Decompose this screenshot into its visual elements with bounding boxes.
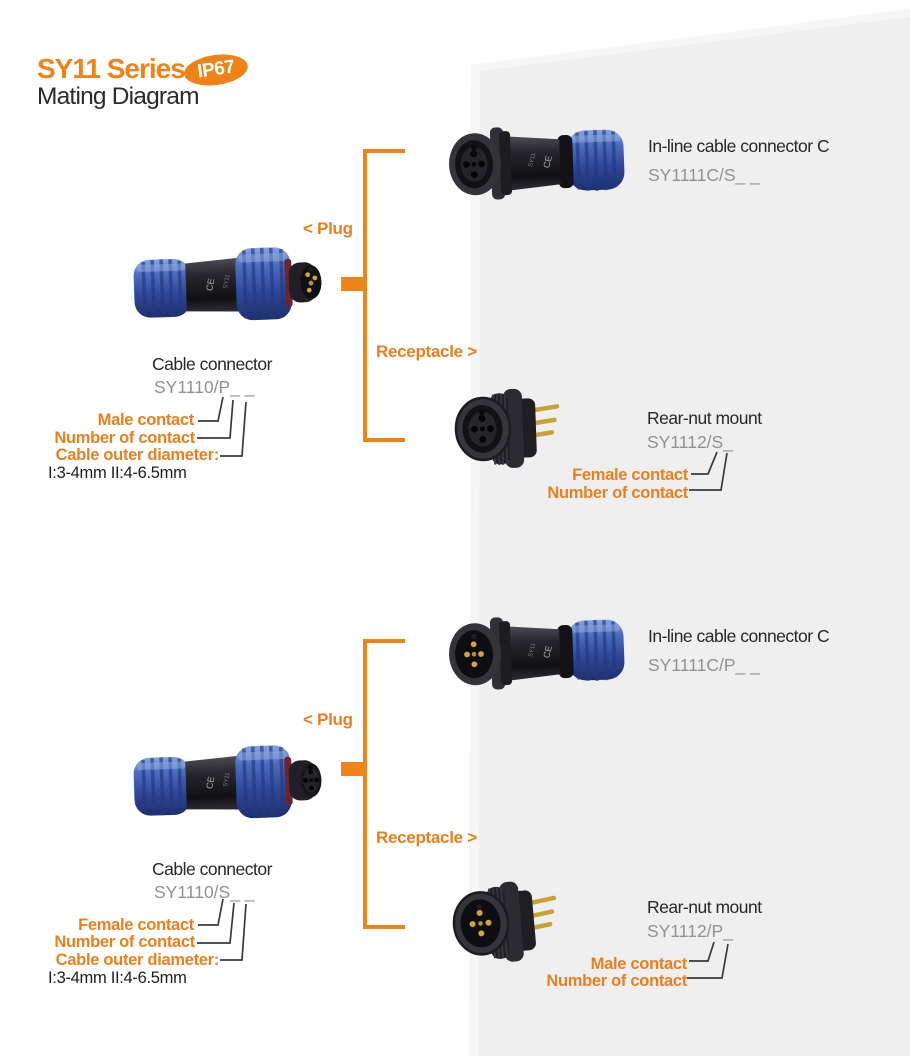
callout-cable-outer-diameter: Cable outer diameter:	[55, 446, 220, 464]
cable-connector-part-number: SY1110/P_ _	[154, 377, 255, 397]
model-mark: SY11	[528, 152, 537, 168]
model-mark: SY11	[223, 273, 231, 289]
rear-nut-mount-name: Rear-nut mount	[647, 897, 762, 917]
rear-nut-mount-name: Rear-nut mount	[647, 408, 762, 428]
callout-number-of-contact: Number of contact	[54, 933, 195, 951]
bracket-arm-top	[363, 149, 405, 153]
bracket-arm-top	[363, 639, 405, 643]
callout-leader-lines	[197, 396, 247, 457]
inline-connector-part-number: SY1111C/P_ _	[648, 655, 760, 675]
receptacle-label: Receptacle >	[376, 828, 477, 847]
cable-plug-male-photo: CE SY11	[133, 247, 322, 321]
inline-connector-name: In-line cable connector C	[648, 626, 830, 646]
mating-bracket-top	[341, 149, 405, 442]
callout-female-contact: Female contact	[572, 466, 688, 484]
bracket-arm-bottom	[363, 925, 405, 929]
bracket-vertical	[363, 639, 367, 929]
rear-nut-mount-male-photo	[452, 881, 556, 962]
callout-male-contact: Male contact	[97, 411, 195, 429]
callout-female-contact: Female contact	[78, 915, 194, 934]
bracket-plug-bar	[341, 762, 367, 776]
page-title: SY11 Series	[37, 53, 186, 84]
rear-nut-mount-part-number: SY1112/S_	[647, 432, 733, 452]
bracket-vertical	[363, 149, 367, 442]
callout-cable-outer-diameter: Cable outer diameter:	[55, 950, 220, 969]
inline-connector-part-number: SY1111C/S_ _	[648, 165, 760, 185]
rear-nut-mount-part-number: SY1112/P_	[647, 921, 733, 941]
callout-leader-lines	[687, 941, 729, 979]
plug-label: < Plug	[303, 219, 353, 238]
ce-mark: CE	[204, 776, 216, 790]
bracket-plug-bar	[341, 277, 367, 291]
inline-connector-male-photo: CE SY11	[449, 617, 625, 690]
cable-connector-name: Cable connector	[152, 859, 272, 879]
mating-bracket-bottom	[341, 639, 405, 929]
cable-plug-female-photo: CE SY11	[133, 745, 322, 819]
callout-number-of-contact: Number of contact	[547, 483, 688, 502]
plug-label: < Plug	[303, 710, 353, 729]
callout-leader-lines	[197, 898, 247, 961]
diameter-note: I:3-4mm II:4-6.5mm	[48, 464, 187, 482]
page-subtitle: Mating Diagram	[37, 83, 200, 110]
receptacle-label: Receptacle >	[376, 342, 477, 361]
ce-mark: CE	[541, 645, 554, 659]
model-mark: SY11	[223, 771, 231, 787]
cable-connector-part-number: SY1110/S_ _	[154, 882, 255, 902]
ce-mark: CE	[204, 278, 216, 292]
callout-number-of-contact: Number of contact	[54, 428, 195, 447]
inline-connector-name: In-line cable connector C	[648, 136, 830, 156]
inline-connector-female-photo: CE SY11	[449, 127, 625, 200]
diameter-note: I:3-4mm II:4-6.5mm	[48, 968, 187, 987]
callout-number-of-contact: Number of contact	[546, 971, 687, 990]
ip67-badge-label: IP67	[196, 56, 236, 83]
callout-male-contact: Male contact	[590, 954, 688, 973]
bracket-arm-bottom	[363, 438, 405, 442]
model-mark: SY11	[528, 642, 537, 658]
cable-connector-name: Cable connector	[152, 354, 272, 374]
callout-leader-lines	[689, 451, 728, 491]
rear-nut-mount-female-photo	[454, 388, 560, 468]
ce-mark: CE	[541, 155, 554, 169]
